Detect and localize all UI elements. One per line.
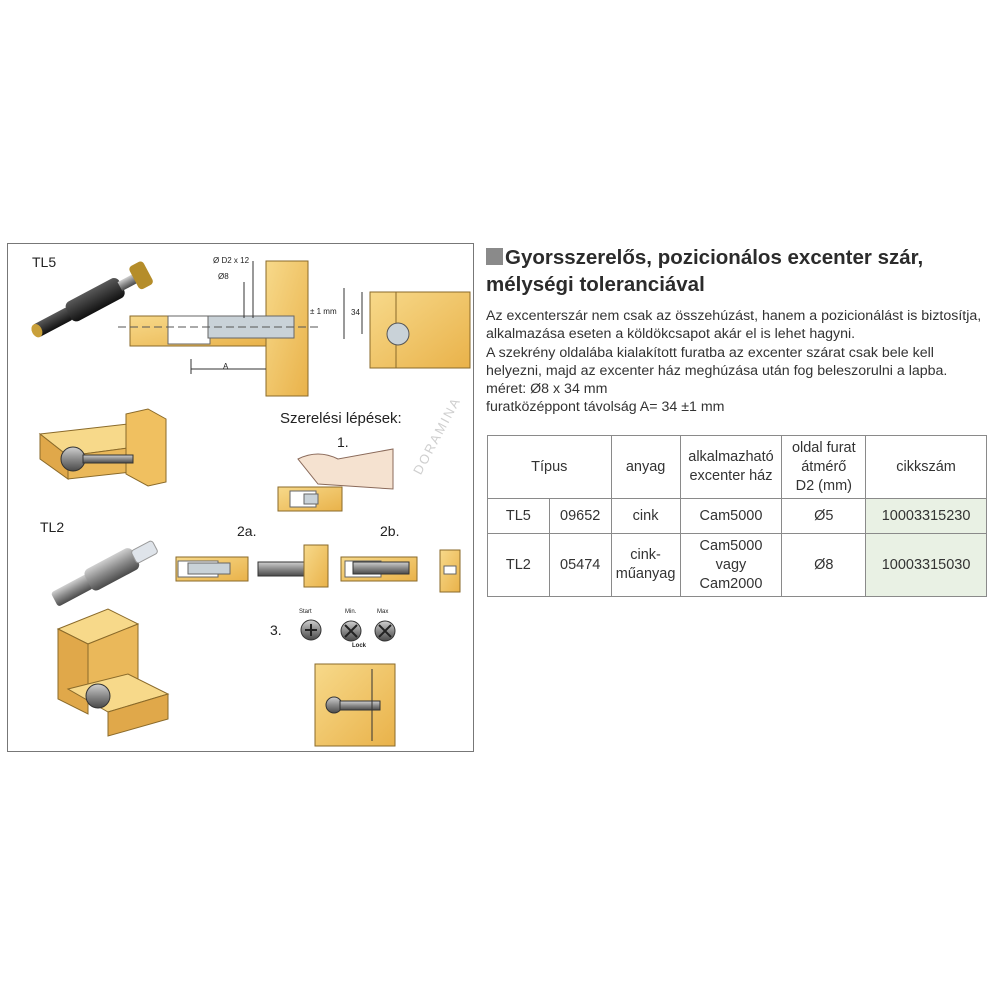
- step3-label: 3.: [270, 622, 282, 638]
- header-furat-line: átmérő: [801, 458, 847, 475]
- table-row: TL2 05474 cink- műanyag Cam5000 vagy Cam…: [487, 533, 987, 597]
- table-header-row: Típus anyag alkalmazható excenter ház ol…: [487, 435, 987, 499]
- step3-dials: [300, 619, 396, 642]
- dim-d8-label: Ø8: [218, 272, 229, 281]
- cell-anyag-line: cink-: [630, 547, 661, 563]
- title-line-2: mélységi toleranciával: [486, 273, 705, 296]
- tl2-bolt-image: [51, 540, 158, 606]
- assembly-illustration-panel: TL5 TL2 Ø D2 x 12 Ø8 ± 1 mm 34 A Szerelé…: [7, 243, 474, 752]
- corner-joint-2: [56, 608, 170, 737]
- tl5-label: TL5: [32, 254, 57, 270]
- tl5-bolt-image: [31, 261, 153, 338]
- step1-drawing: [277, 448, 394, 512]
- final-assembly-drawing: [314, 663, 396, 747]
- header-haz-line: alkalmazható: [688, 449, 774, 465]
- cell-furat: Ø8: [781, 533, 867, 597]
- step2a-label: 2a.: [237, 523, 257, 539]
- cell-kod: 05474: [548, 533, 612, 597]
- dial-max-label: Max: [377, 609, 389, 615]
- cell-haz: Cam5000: [679, 498, 783, 534]
- cell-haz-line: Cam5000: [699, 537, 763, 554]
- header-tipus: Típus: [487, 435, 612, 499]
- table-row: TL5 09652 cink Cam5000 Ø5 10003315230: [487, 498, 987, 534]
- dim-d2-label: Ø D2 x 12: [213, 256, 250, 265]
- description-line: A szekrény oldalába kialakított furatba …: [486, 344, 934, 361]
- header-haz-line: excenter ház: [689, 468, 773, 484]
- header-anyag: anyag: [610, 435, 681, 499]
- header-cikk: cikkszám: [865, 435, 987, 499]
- tl2-label: TL2: [40, 519, 65, 535]
- header-furat: oldal furat átmérő D2 (mm): [781, 435, 867, 499]
- cell-kod: 09652: [548, 498, 612, 534]
- header-furat-line: oldal furat: [791, 439, 856, 456]
- step2-drawings: [175, 544, 461, 593]
- cell-cikkszam: 10003315230: [865, 498, 987, 534]
- cell-anyag-line: műanyag: [615, 566, 676, 582]
- cell-tipus: TL5: [487, 498, 550, 534]
- cell-haz-line: vagy: [715, 556, 747, 573]
- description-line: Az excenterszár nem csak az összehúzást,…: [486, 308, 982, 324]
- cell-haz: Cam5000 vagy Cam2000: [679, 533, 783, 597]
- title-line-1: Gyorsszerelős, pozicionálos excenter szá…: [505, 246, 924, 269]
- cell-anyag: cink: [610, 498, 681, 534]
- dial-start-label: Start: [299, 609, 312, 615]
- assembly-drawings: [31, 260, 471, 747]
- dim-a-label: A: [223, 362, 229, 371]
- cell-cikkszam: 10003315030: [865, 533, 987, 597]
- cell-tipus: TL2: [487, 533, 550, 597]
- cell-haz-line: Cam2000: [699, 575, 763, 592]
- header-furat-line: D2 (mm): [795, 477, 852, 494]
- cell-furat: Ø5: [781, 498, 867, 534]
- steps-title: Szerelési lépések:: [280, 410, 402, 427]
- description-line: alkalmazása eseten a köldökcsapot akár e…: [486, 326, 856, 343]
- dim-tolerance-label: ± 1 mm: [310, 307, 337, 316]
- cell-anyag: cink- műanyag: [610, 533, 681, 597]
- dial-min-label: Min.: [345, 609, 357, 615]
- description-line: helyezni, majd az excenter ház meghúzása…: [486, 362, 948, 379]
- title-square-bullet: [486, 248, 503, 265]
- description-line: furatközéppont távolság A= 34 ±1 mm: [486, 399, 725, 416]
- step2b-label: 2b.: [380, 523, 400, 539]
- spec-table: Típus anyag alkalmazható excenter ház ol…: [487, 435, 987, 597]
- dial-lock-label: Lock: [352, 643, 367, 649]
- header-haz: alkalmazható excenter ház: [679, 435, 783, 499]
- product-title: Gyorsszerelős, pozicionálos excenter szá…: [486, 244, 986, 298]
- description-line: méret: Ø8 x 34 mm: [486, 381, 608, 398]
- dim-34-label: 34: [351, 308, 360, 317]
- corner-joint-1: [38, 408, 167, 487]
- step1-label: 1.: [337, 434, 349, 450]
- technical-drawing: [118, 260, 471, 397]
- product-description: Az excenterszár nem csak az összehúzást,…: [486, 307, 991, 417]
